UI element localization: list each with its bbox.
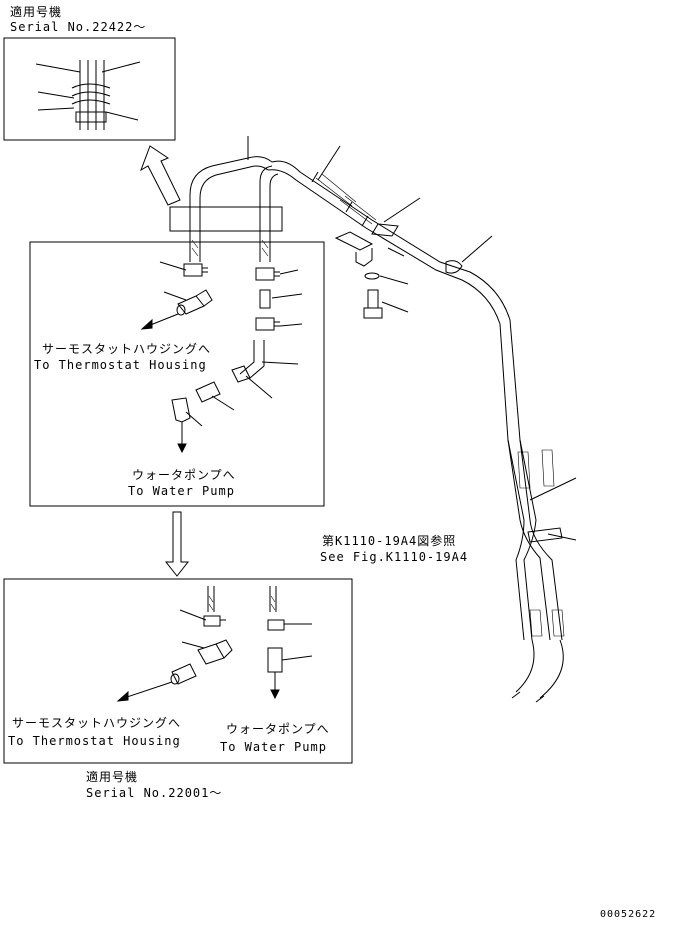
leader-line bbox=[461, 235, 493, 263]
leader-line bbox=[547, 533, 577, 541]
footer-serial-label: Serial No.22001～ bbox=[86, 786, 222, 800]
heater-hose-route bbox=[189, 156, 565, 703]
lower-detail-box bbox=[3, 578, 353, 764]
upper-to-thermostat-jp-label: サーモスタットハウジングへ bbox=[42, 342, 211, 356]
pipe-highlight-frame bbox=[169, 206, 283, 232]
drawing-number: 00052622 bbox=[600, 909, 656, 920]
inset-detail-box bbox=[3, 37, 176, 141]
reference-jp-label: 第K1110-19A4図参照 bbox=[322, 533, 456, 548]
upper-box-parts bbox=[140, 232, 303, 454]
leader-line bbox=[317, 145, 341, 181]
inset-serial-label: Serial No.22422～ bbox=[10, 20, 146, 34]
lower-to-water-pump-en-label: To Water Pump bbox=[220, 740, 327, 754]
upper-detail-box bbox=[29, 241, 325, 507]
footer-applicable-models-label: 適用号機 bbox=[86, 769, 138, 784]
leader-line bbox=[387, 247, 405, 257]
upper-to-thermostat-en-label: To Thermostat Housing bbox=[34, 358, 207, 372]
inset-pointer-arrow bbox=[140, 145, 181, 206]
leader-line bbox=[383, 197, 421, 223]
upper-to-water-pump-en-label: To Water Pump bbox=[128, 484, 235, 498]
bracket-bolt-detail bbox=[334, 231, 383, 319]
reference-en-label: See Fig.K1110-19A4 bbox=[320, 550, 468, 564]
lower-to-thermostat-en-label: To Thermostat Housing bbox=[8, 734, 181, 748]
inset-applicable-models-label: 適用号機 bbox=[10, 4, 62, 19]
lower-to-thermostat-jp-label: サーモスタットハウジングへ bbox=[12, 716, 181, 730]
leader-line bbox=[529, 477, 577, 501]
lower-to-water-pump-jp-label: ウォータポンプへ bbox=[226, 722, 330, 736]
transition-down-arrow bbox=[164, 511, 190, 577]
leader-line bbox=[381, 301, 409, 313]
upper-to-water-pump-jp-label: ウォータポンプへ bbox=[132, 468, 236, 482]
leader-line bbox=[379, 275, 409, 285]
